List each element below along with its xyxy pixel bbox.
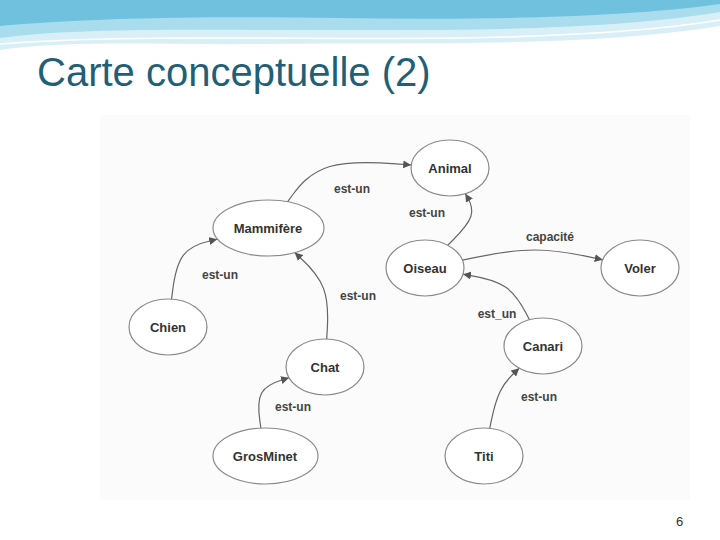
relation-label: est-un bbox=[200, 269, 240, 282]
concept-ellipse: Animal bbox=[410, 139, 490, 197]
relation-arrow bbox=[287, 162, 411, 201]
header-line bbox=[0, 20, 720, 44]
concept-name: Animal bbox=[428, 161, 471, 176]
relation-label: est-un bbox=[273, 401, 313, 414]
slide-title: Carte conceptuelle (2) bbox=[37, 50, 431, 94]
relation-arrow bbox=[462, 250, 602, 260]
relation-label: capacité bbox=[524, 231, 576, 244]
relation-arrow bbox=[490, 368, 520, 428]
relation-label: est-un bbox=[338, 290, 378, 303]
relation-label: est_un bbox=[476, 308, 519, 321]
image-panel bbox=[100, 115, 690, 500]
concept-ellipse: Canari bbox=[503, 317, 583, 375]
header-swoosh bbox=[0, 0, 720, 50]
concept-ellipse: Voler bbox=[600, 239, 680, 297]
concept-name: Chat bbox=[311, 360, 340, 375]
page-number: 6 bbox=[676, 514, 683, 529]
header-swoosh bbox=[0, 0, 720, 26]
concept-ellipse: GrosMinet bbox=[212, 427, 319, 485]
relation-label: est-un bbox=[519, 391, 559, 404]
relation-arrow bbox=[295, 253, 328, 339]
concept-ellipse: Oiseau bbox=[385, 239, 465, 297]
concept-ellipse: Mammifère bbox=[212, 199, 325, 257]
relation-label: est-un bbox=[407, 207, 447, 220]
concept-ellipse: Chien bbox=[128, 298, 208, 356]
concept-name: Voler bbox=[624, 261, 656, 276]
relation-label: est-un bbox=[332, 183, 372, 196]
concept-name: GrosMinet bbox=[233, 449, 297, 464]
concept-name: Canari bbox=[523, 339, 563, 354]
concept-name: Chien bbox=[150, 320, 186, 335]
concept-name: Oiseau bbox=[403, 261, 446, 276]
relation-arrow bbox=[448, 194, 472, 246]
concept-name: Mammifère bbox=[234, 221, 303, 236]
concept-ellipse: Chat bbox=[285, 338, 365, 396]
concept-ellipse: Titi bbox=[444, 427, 524, 485]
concept-name: Titi bbox=[474, 449, 493, 464]
